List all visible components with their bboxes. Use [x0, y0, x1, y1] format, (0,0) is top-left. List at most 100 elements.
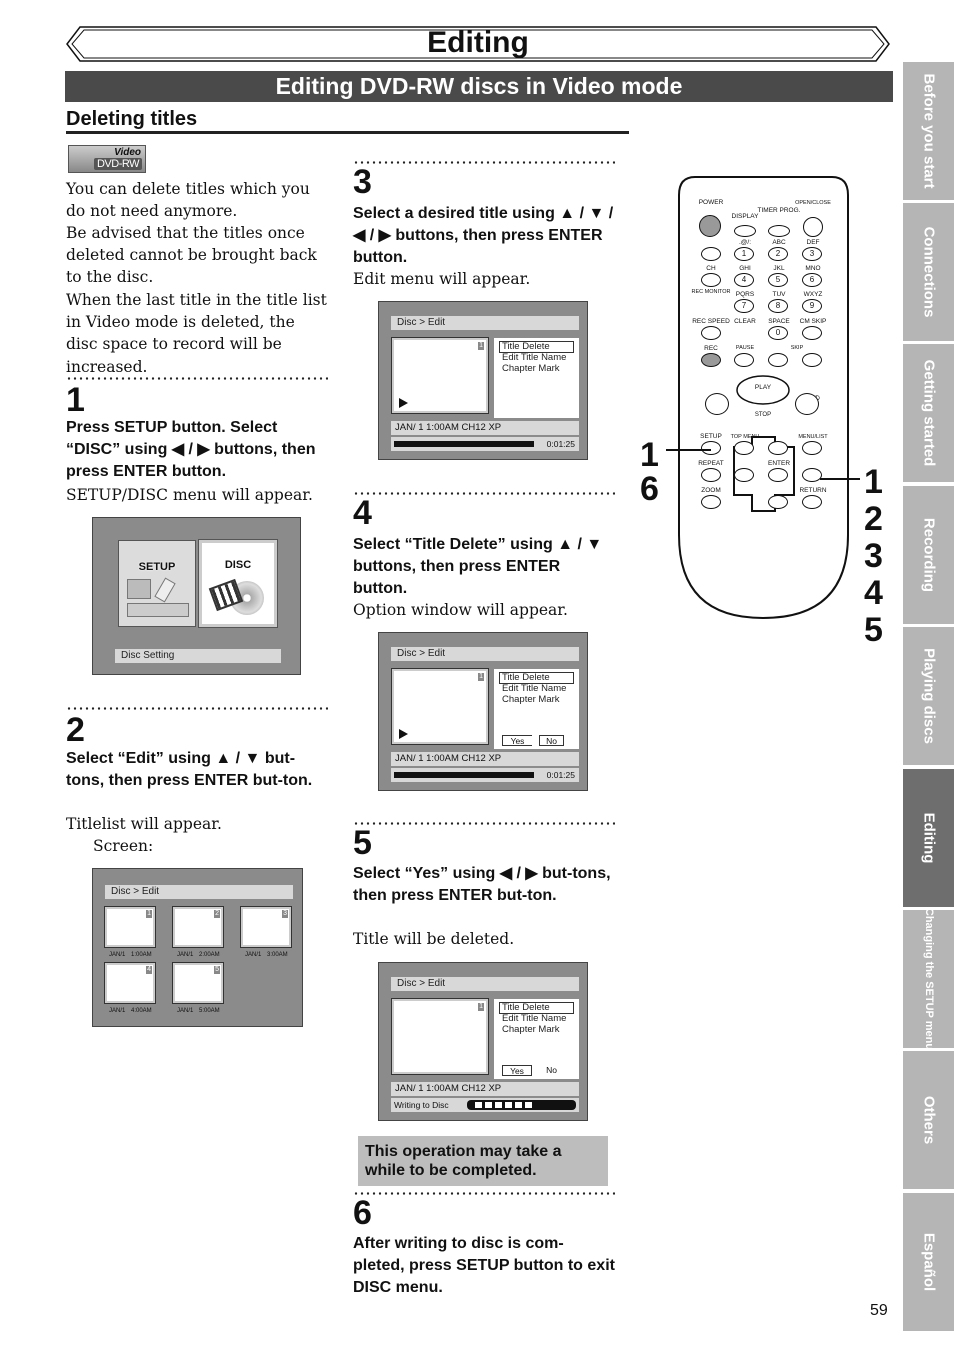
- remote-label-power: POWER: [698, 199, 724, 206]
- side-tab-playing-discs[interactable]: Playing discs: [903, 627, 954, 765]
- remote-label-topmenu: TOP MENU: [730, 434, 760, 440]
- digit-button-8: 8: [768, 299, 788, 313]
- digit-button-7: 7: [734, 299, 754, 313]
- writing-progress: [467, 1100, 576, 1110]
- thumbnail-date: JAN/1: [177, 952, 194, 958]
- writing-progress-segment: [505, 1102, 512, 1108]
- enter-button: [768, 468, 788, 482]
- channel-up-button: [701, 247, 721, 261]
- yes-option: Yes: [502, 735, 532, 746]
- thumbnail-time: 4:00AM: [131, 1008, 152, 1014]
- step-number: 5: [353, 824, 372, 862]
- step-instruction: After writing to disc is com-pleted, pre…: [353, 1235, 615, 1296]
- side-tab-recording[interactable]: Recording: [903, 486, 954, 624]
- setup-tile-label: SETUP: [138, 561, 176, 573]
- edit-menu-item: Chapter Mark: [502, 362, 560, 374]
- edit-menu-item: Chapter Mark: [502, 1023, 560, 1035]
- step-instruction: Press SETUP button. Select “DISC” using …: [66, 419, 316, 480]
- remote-label-return: RETURN: [799, 487, 827, 494]
- elapsed-time: 0:01:25: [546, 770, 575, 780]
- elapsed-time: 0:01:25: [546, 439, 575, 449]
- writing-progress-segment: [495, 1102, 502, 1108]
- thumbnail-number: 1: [146, 910, 152, 918]
- edit-menu-item: Edit Title Name: [502, 683, 567, 695]
- side-tab-label: Getting started: [920, 359, 937, 467]
- remote-label-timer: TIMER PROG.: [757, 207, 801, 214]
- side-tab-connections[interactable]: Connections: [903, 203, 954, 341]
- callout-right-4: 4: [864, 574, 883, 612]
- remote-label-pqrs: PQRS: [735, 291, 755, 298]
- edit-menu-item: Title Delete: [499, 672, 574, 685]
- remote-label-repeat: REPEAT: [698, 460, 724, 467]
- step-divider: [66, 377, 328, 380]
- power-button-icon: [699, 215, 721, 237]
- side-tab-before-you-start[interactable]: Before you start: [903, 62, 954, 200]
- callout-right-5: 5: [864, 611, 883, 649]
- zoom-button: [701, 495, 721, 509]
- writing-status: Writing to Disc: [394, 1100, 449, 1110]
- writing-progress-segment: [525, 1102, 532, 1108]
- page-number: 59: [870, 1302, 888, 1319]
- thumbnail-number: 2: [214, 910, 220, 918]
- title-thumbnail: 2: [172, 906, 224, 948]
- display-button: [734, 225, 756, 237]
- intro-paragraph-2: Be advised that the titles once deleted …: [66, 224, 317, 287]
- subsection-rule: [66, 131, 629, 134]
- repeat-button: [701, 468, 721, 482]
- side-tab-español[interactable]: Español: [903, 1193, 954, 1331]
- rec-button: [701, 353, 721, 367]
- side-tab-label: Recording: [920, 517, 937, 593]
- callout-left-6: 6: [640, 470, 659, 508]
- step-divider: [353, 492, 615, 495]
- step-number: 2: [66, 711, 85, 749]
- recording-info-bar: JAN/ 1 1:00AM CH12 XP: [391, 421, 579, 435]
- menu-list-button: [802, 441, 822, 455]
- thumbnail-date: JAN/1: [109, 952, 126, 958]
- step-number: 3: [353, 163, 372, 201]
- step-divider: [353, 822, 615, 825]
- side-tab-label: Editing: [920, 812, 937, 864]
- callout-right-1: 1: [864, 463, 883, 501]
- thumbnail-number: 4: [146, 966, 152, 974]
- side-tab-label: Connections: [920, 226, 937, 318]
- thumbnail-date: JAN/1: [109, 1008, 126, 1014]
- edit-menu-item: Edit Title Name: [502, 352, 567, 364]
- writing-progress-segment: [485, 1102, 492, 1108]
- remote-label-enter: ENTER: [767, 460, 791, 467]
- recording-info-bar: JAN/ 1 1:00AM CH12 XP: [391, 752, 579, 766]
- play-icon: [399, 398, 408, 408]
- intro-paragraph-1: You can delete titles which you do not n…: [66, 180, 310, 221]
- progress-bar: 0:01:25: [391, 768, 579, 782]
- side-tab-changing-the-setup-menu[interactable]: Changing the SETUP menu: [903, 908, 954, 1050]
- skip-back-button: [768, 353, 788, 367]
- remote-label-display: DISPLAY: [731, 213, 759, 220]
- side-tab-editing[interactable]: Editing: [903, 769, 954, 907]
- time-progress-track: [394, 441, 534, 447]
- step-instruction: Select “Yes” using ◀ / ▶ but-tons, then …: [353, 865, 611, 904]
- side-tab-label: Playing discs: [920, 648, 937, 744]
- remote-label-wxyz: WXYZ: [803, 291, 823, 298]
- title-banner-frame: [66, 26, 890, 62]
- no-option: No: [539, 735, 564, 746]
- return-button: [802, 495, 822, 509]
- page-title: Editing: [427, 26, 529, 59]
- remote-label-jkl: JKL: [773, 265, 785, 272]
- callout-right-2: 2: [864, 500, 883, 538]
- remote-icon: [154, 577, 176, 603]
- thumbnail-time: 3:00AM: [267, 952, 288, 958]
- side-tab-getting-started[interactable]: Getting started: [903, 344, 954, 482]
- remote-label-menulist: MENU/LIST: [798, 434, 828, 440]
- thumbnail-time: 1:00AM: [131, 952, 152, 958]
- thumbnail-time: 2:00AM: [199, 952, 220, 958]
- writing-progress-segment: [515, 1102, 522, 1108]
- remote-label-sym: .@/:: [738, 239, 752, 246]
- remote-label-play: PLAY: [754, 384, 772, 391]
- pause-button: [734, 353, 754, 367]
- screen-status-bar: Disc Setting: [115, 649, 281, 663]
- time-progress-track: [394, 772, 534, 778]
- side-tab-others[interactable]: Others: [903, 1051, 954, 1189]
